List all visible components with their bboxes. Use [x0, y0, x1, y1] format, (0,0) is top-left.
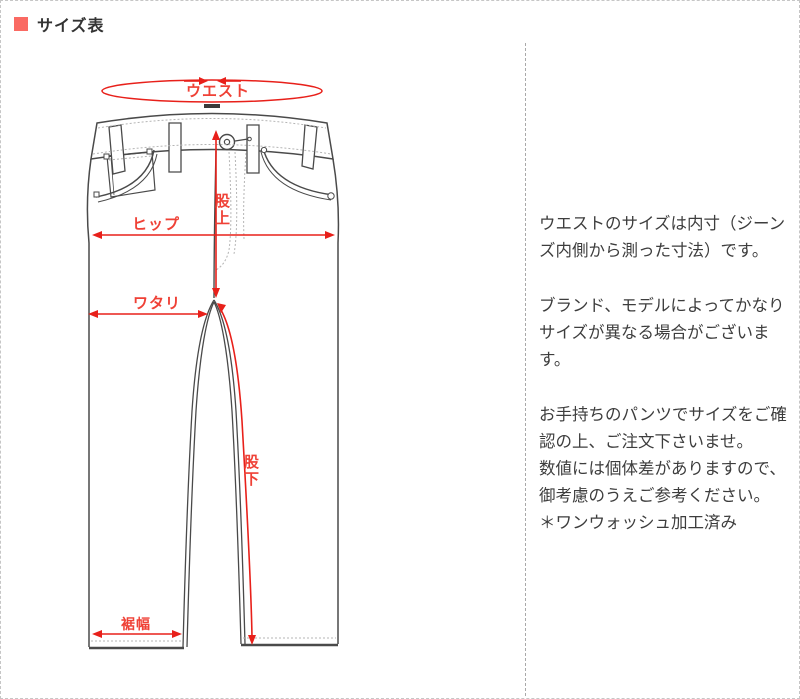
- stitch-lines: [91, 118, 336, 642]
- arrowheads: [88, 77, 335, 645]
- jeans-details: [93, 122, 335, 200]
- waist-ellipse: [101, 79, 323, 103]
- thigh-label: ワタリ: [133, 295, 182, 312]
- note-check-before-order: お手持ちのパンツでサイズをご確認の上、ご注文下さいませ。 数値には個体差がありま…: [539, 406, 787, 532]
- jeans-measurement-diagram: ウエスト ヒップ ワタリ 股上 股下 裾幅: [1, 1, 525, 698]
- vertical-divider: [525, 43, 526, 696]
- note-waist-measurement: ウエストのサイズは内寸（ジーンズ内側から測った寸法）です。: [539, 215, 786, 260]
- note-brand-variation: ブランド、モデルによってかなりサイズが異なる場合がございます。: [539, 297, 785, 369]
- page-title: サイズ表: [37, 18, 105, 35]
- section-header: サイズ表: [14, 12, 105, 36]
- section-bullet-icon: [14, 17, 28, 31]
- measurement-annotations: [95, 79, 328, 638]
- sizing-notes: ウエストのサイズは内寸（ジーンズ内側から測った寸法）です。 ブランド、モデルによ…: [539, 211, 795, 565]
- waist-label: ウエスト: [186, 83, 251, 100]
- jeans-technical-drawing: [86, 77, 340, 650]
- hip-label: ヒップ: [132, 216, 181, 233]
- jeans-outline: [86, 104, 340, 650]
- inseam-line: [220, 309, 253, 638]
- inseam-label: 股下: [242, 454, 259, 488]
- rise-label: 股上: [213, 193, 230, 227]
- hem-width-label: 裾幅: [121, 616, 151, 632]
